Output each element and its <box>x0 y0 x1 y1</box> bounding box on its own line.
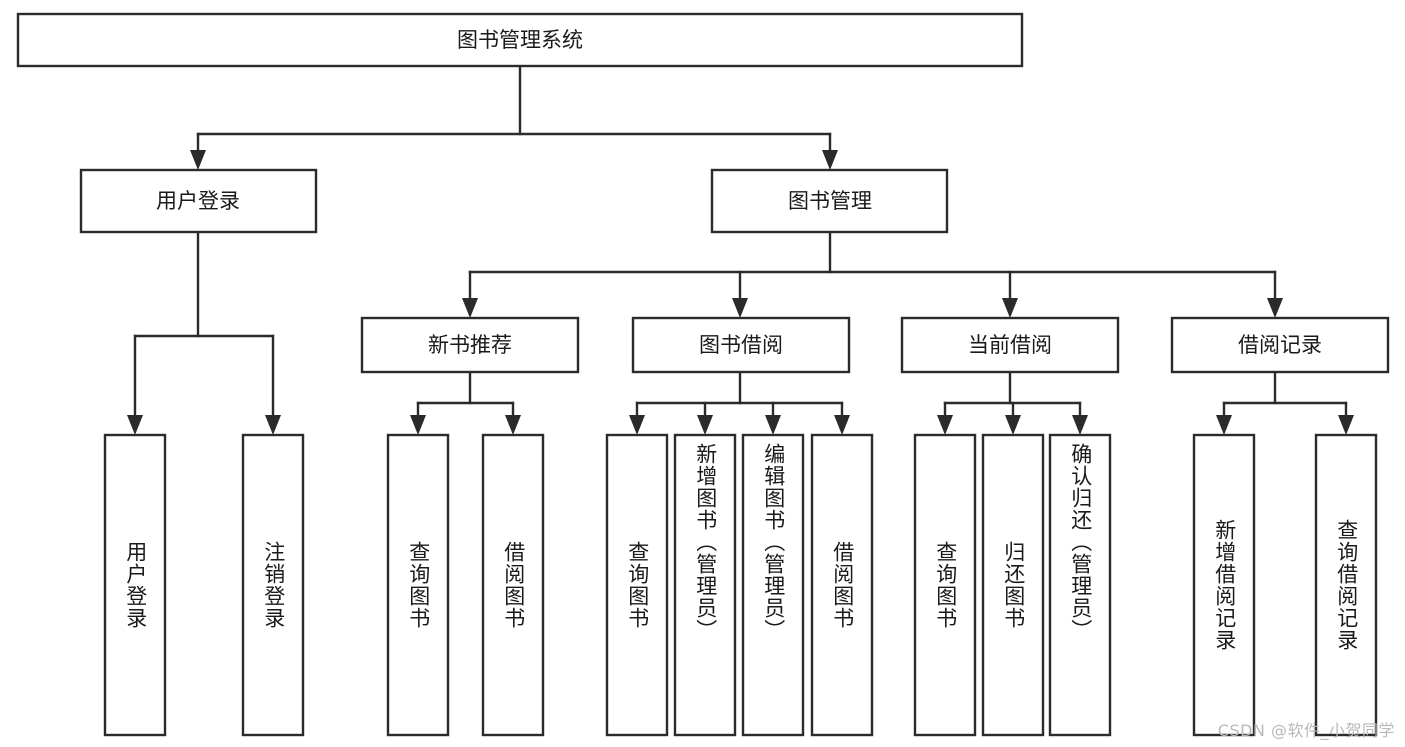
arrow-head-leaf-user-logout <box>265 415 281 435</box>
node-leaf-borrow-add-book[interactable] <box>673 433 737 737</box>
node-borrow-record[interactable] <box>1170 316 1390 374</box>
arrow-head-leaf-cur-query-book <box>937 415 953 435</box>
node-leaf-user-login[interactable] <box>103 433 167 737</box>
arrow-head-leaf-cur-return-book <box>1005 415 1021 435</box>
arrow-head-leaf-rec-add-record <box>1216 415 1232 435</box>
node-leaf-cur-query-book[interactable] <box>913 433 977 737</box>
arrow-head-leaf-rec-borrow-book <box>505 415 521 435</box>
arrow-head-leaf-cur-confirm-return <box>1072 415 1088 435</box>
node-leaf-rec-query-record[interactable] <box>1314 433 1378 737</box>
node-book-manage[interactable] <box>710 168 949 234</box>
arrow-head-borrow-record <box>1267 298 1283 318</box>
node-book-borrow[interactable] <box>631 316 851 374</box>
node-leaf-rec-borrow-book[interactable] <box>481 433 545 737</box>
arrow-head-leaf-rec-query-book <box>410 415 426 435</box>
node-current-borrow[interactable] <box>900 316 1120 374</box>
node-leaf-rec-query-book[interactable] <box>386 433 450 737</box>
connector-layer <box>127 64 1354 435</box>
node-leaf-cur-confirm-return[interactable] <box>1048 433 1112 737</box>
node-leaf-borrow-query-book[interactable] <box>605 433 669 737</box>
arrow-head-leaf-borrow-borrow-book <box>834 415 850 435</box>
node-layer: 图书管理系统 用户登录 图书管理 新书推荐 图书借阅 当前借阅 借阅记录 <box>16 12 1390 737</box>
arrow-head-leaf-borrow-edit-book <box>765 415 781 435</box>
arrow-head-book-manage <box>822 150 838 170</box>
arrow-head-user-login <box>190 150 206 170</box>
arrow-head-leaf-borrow-query-book <box>629 415 645 435</box>
node-book-borrow-label: 图书借阅 <box>699 333 783 357</box>
arrow-head-leaf-rec-query-record <box>1338 415 1354 435</box>
node-user-login[interactable] <box>79 168 318 234</box>
node-new-book-rec[interactable] <box>360 316 580 374</box>
arrow-head-book-borrow <box>732 298 748 318</box>
node-leaf-cur-return-book[interactable] <box>981 433 1045 737</box>
arrow-head-current-borrow <box>1002 298 1018 318</box>
node-borrow-record-label: 借阅记录 <box>1238 333 1322 357</box>
node-leaf-user-logout[interactable] <box>241 433 305 737</box>
node-user-login-label: 用户登录 <box>156 189 240 213</box>
node-leaf-borrow-borrow-book[interactable] <box>810 433 874 737</box>
node-book-manage-label: 图书管理 <box>788 189 872 213</box>
node-leaf-rec-add-record[interactable] <box>1192 433 1256 737</box>
node-leaf-borrow-edit-book[interactable] <box>741 433 805 737</box>
node-root[interactable] <box>16 12 1024 68</box>
node-new-book-rec-label: 新书推荐 <box>428 333 512 357</box>
arrow-head-leaf-user-login <box>127 415 143 435</box>
node-root-label: 图书管理系统 <box>457 28 583 52</box>
arrow-head-leaf-borrow-add-book <box>697 415 713 435</box>
arrow-head-new-book-rec <box>462 298 478 318</box>
node-current-borrow-label: 当前借阅 <box>968 333 1052 357</box>
csdn-watermark: CSDN @软件_小贺同学 <box>1217 721 1395 740</box>
